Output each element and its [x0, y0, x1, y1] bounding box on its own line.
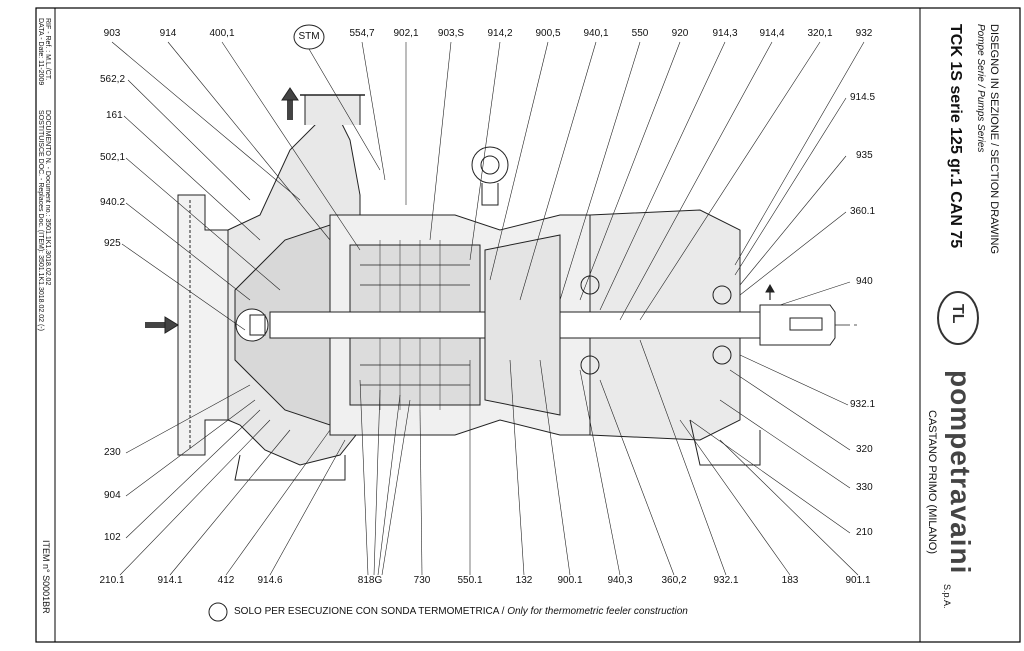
left-strip-item: ITEM n° S0001BR — [41, 540, 51, 614]
callout-161: 161 — [106, 110, 123, 121]
callout-940-3: 940,3 — [607, 575, 633, 586]
callout-412: 412 — [217, 575, 235, 586]
footnote-circle-icon — [208, 602, 228, 622]
company-location: CASTANO PRIMO (MILANO) — [926, 410, 938, 555]
footnote-italian: SOLO PER ESECUZIONE CON SONDA TERMOMETRI… — [234, 606, 505, 617]
callout-550-1: 550.1 — [457, 575, 483, 586]
callout-914-1: 914.1 — [157, 575, 183, 586]
callout-210-1: 210.1 — [99, 575, 125, 586]
callout-562-2: 562,2 — [100, 74, 126, 85]
callout-stm: STM — [298, 31, 320, 42]
callout-360-1: 360.1 — [850, 206, 876, 217]
callout-320-1: 320,1 — [807, 28, 833, 39]
callout-904: 904 — [104, 490, 121, 501]
sheet-border — [35, 7, 1021, 643]
callout-914-4: 914,4 — [759, 28, 785, 39]
callout-400-1: 400,1 — [209, 28, 235, 39]
callout-900-1: 900.1 — [557, 575, 583, 586]
callout-903-s: 903,S — [437, 28, 465, 39]
callout-360-2: 360,2 — [661, 575, 687, 586]
callout-502-1: 502,1 — [100, 152, 126, 163]
callout-914-3: 914,3 — [712, 28, 738, 39]
title-model: TCK 1S serie 125 gr.1 CAN 75 — [947, 24, 964, 249]
callout-903: 903 — [103, 28, 121, 39]
callout-230: 230 — [104, 447, 121, 458]
callout-210: 210 — [856, 527, 873, 538]
callout-900-5: 900,5 — [535, 28, 561, 39]
callout-730: 730 — [413, 575, 431, 586]
callout-920: 920 — [671, 28, 689, 39]
callout-102: 102 — [104, 532, 121, 543]
company-logo-icon — [937, 291, 979, 345]
footnote: SOLO PER ESECUZIONE CON SONDA TERMOMETRI… — [234, 606, 688, 617]
leader-lines — [111, 41, 865, 576]
callout-550: 550 — [631, 28, 649, 39]
left-strip-documento: DOCUMENTO N. - Document no.: 3501.1K1.30… — [44, 110, 51, 286]
callout-554-7: 554,7 — [349, 28, 375, 39]
footnote-english: Only for thermometric feeler constructio… — [507, 606, 688, 617]
callout-901-1: 901.1 — [845, 575, 871, 586]
callout-940-2: 940.2 — [100, 197, 126, 208]
callout-914-5: 914.5 — [850, 92, 876, 103]
callout-914: 914 — [159, 28, 177, 39]
company-name: pompetravaini — [945, 370, 976, 575]
company-suffix: S.p.A. — [942, 584, 952, 609]
callout-330: 330 — [856, 482, 873, 493]
callout-914-2: 914,2 — [487, 28, 513, 39]
callout-935: 935 — [856, 150, 873, 161]
callout-132: 132 — [515, 575, 533, 586]
callout-940: 940 — [856, 276, 873, 287]
callout-818g: 818G — [357, 575, 383, 586]
pump-section — [145, 24, 860, 481]
left-strip-sostituisce: SOSTITUISCE DOC. - Replaces Doc. (ITEM):… — [37, 110, 44, 331]
callout-902-1: 902,1 — [393, 28, 419, 39]
callout-320: 320 — [856, 444, 873, 455]
callout-940-1: 940,1 — [583, 28, 609, 39]
callout-914-6: 914.6 — [257, 575, 283, 586]
company-logo-text: TL — [949, 304, 966, 324]
callout-183: 183 — [781, 575, 799, 586]
callout-932-1: 932.1 — [850, 399, 876, 410]
title-series: Pompe Serie / Pumps Series — [975, 24, 986, 153]
left-strip-rif: RIF - Ref. : M.L./CT. — [44, 18, 51, 81]
title-drawing: DISEGNO IN SEZIONE / SECTION DRAWING — [988, 24, 1000, 255]
callout-925: 925 — [104, 238, 121, 249]
callout-932-1-bottom: 932.1 — [713, 575, 739, 586]
callout-932: 932 — [855, 28, 873, 39]
left-strip-data: DATA - Date: 11-2009 — [37, 18, 44, 86]
